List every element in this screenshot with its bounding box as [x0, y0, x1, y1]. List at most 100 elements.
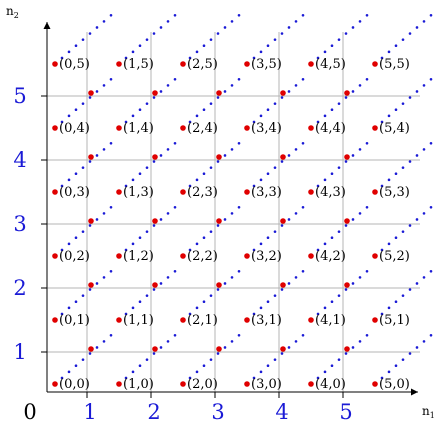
diagonal-dot [138, 108, 142, 112]
diagonal-dot [166, 20, 170, 23]
x-axis-number: 2 [147, 400, 160, 424]
diagonal-dot [138, 236, 142, 240]
midpoint-dot [216, 218, 222, 224]
diagonal-dot [195, 178, 199, 182]
diagonal-dot [330, 44, 334, 48]
origin-label: 0 [23, 400, 36, 424]
diagonal-dot [273, 102, 277, 105]
diagonal-dot [401, 38, 405, 41]
diagonal-dot [301, 333, 305, 337]
diagonal-dot [365, 269, 369, 273]
diagonal-dot [60, 184, 64, 188]
diagonal-dot [365, 77, 369, 81]
lattice-point [180, 317, 186, 323]
diagonal-dot [316, 248, 320, 252]
diagonal-dot [344, 96, 348, 99]
diagonal-dot [273, 230, 277, 233]
diagonal-dot [380, 248, 384, 252]
diagonal-dot [88, 224, 92, 227]
lattice-point [116, 189, 122, 195]
diagonal-dot [408, 160, 412, 163]
diagonal-dot [159, 26, 163, 29]
y-axis-number: 5 [13, 84, 26, 108]
diagonal-dot [316, 56, 320, 60]
point-label: (3,2) [251, 249, 282, 264]
point-label: (5,1) [379, 313, 410, 328]
point-label: (4,1) [315, 313, 346, 328]
diagonal-dot [380, 120, 384, 124]
lattice-point [116, 317, 122, 323]
lattice-point [180, 253, 186, 259]
diagonal-dot [67, 306, 71, 310]
diagonal-dot [131, 114, 135, 118]
midpoint-dot [216, 154, 222, 160]
diagonal-dot [401, 230, 405, 233]
point-label: (5,4) [379, 121, 410, 136]
midpoint-dot [344, 282, 350, 288]
diagonal-dot [202, 108, 206, 112]
lattice-point [372, 61, 378, 67]
diagonal-dot [387, 178, 391, 182]
point-label: (5,5) [379, 57, 410, 72]
diagonal-dot [323, 114, 327, 118]
diagonal-dot [145, 294, 149, 297]
y-axis-title: n2 [6, 4, 19, 20]
diagonal-dot [280, 224, 284, 227]
y-axis-number: 3 [13, 212, 26, 236]
diagonal-dot [109, 333, 113, 337]
midpoint-dot [344, 218, 350, 224]
diagonal-dot [365, 141, 369, 145]
diagonal-dot [294, 212, 298, 215]
diagonal-dot [358, 20, 362, 23]
diagonal-dot [394, 364, 398, 368]
midpoint-dot [280, 90, 286, 96]
diagonal-dot [287, 26, 291, 29]
midpoint-dot [88, 346, 94, 352]
diagonal-dot [351, 346, 355, 349]
diagonal-dot [131, 178, 135, 182]
midpoint-dot [152, 218, 158, 224]
diagonal-dot [131, 306, 135, 310]
diagonal-dot [223, 282, 227, 285]
diagonal-dot [301, 141, 305, 145]
diagonal-dot [209, 358, 213, 361]
point-label: (2,1) [187, 313, 218, 328]
diagonal-dot [202, 364, 206, 368]
diagonal-dot [109, 141, 113, 145]
diagonal-dot [138, 44, 142, 48]
diagonal-dot [74, 44, 78, 48]
diagonal-dot [394, 44, 398, 48]
diagonal-dot [259, 242, 263, 246]
diagonal-dot [287, 282, 291, 285]
point-label: (4,3) [315, 185, 346, 200]
lattice-point [52, 61, 58, 67]
diagonal-dot [344, 352, 348, 355]
diagonal-dot [337, 230, 341, 233]
diagonal-dot [394, 236, 398, 240]
diagonal-dot [380, 376, 384, 380]
diagonal-dot [394, 108, 398, 112]
diagonal-dot [387, 306, 391, 310]
midpoint-dot [280, 154, 286, 160]
diagonal-dot [67, 50, 71, 54]
diagonal-dot [266, 108, 270, 112]
x-axis-arrow [411, 388, 418, 396]
diagonal-dot [124, 184, 128, 188]
lattice-point [180, 61, 186, 67]
diagonal-dot [124, 312, 128, 316]
lattice-point [308, 253, 314, 259]
diagonal-dot [152, 160, 156, 163]
diagonal-dot [223, 26, 227, 29]
diagonal-dot [323, 50, 327, 54]
lattice-point [244, 381, 250, 387]
lattice-point [180, 125, 186, 131]
midpoint-dot [152, 154, 158, 160]
diagonal-dot [266, 236, 270, 240]
point-label: (3,1) [251, 313, 282, 328]
diagonal-dot [230, 212, 234, 215]
point-label: (5,0) [379, 377, 410, 392]
diagonal-dot [429, 333, 433, 337]
diagonal-dot [387, 50, 391, 54]
point-label: (3,3) [251, 185, 282, 200]
